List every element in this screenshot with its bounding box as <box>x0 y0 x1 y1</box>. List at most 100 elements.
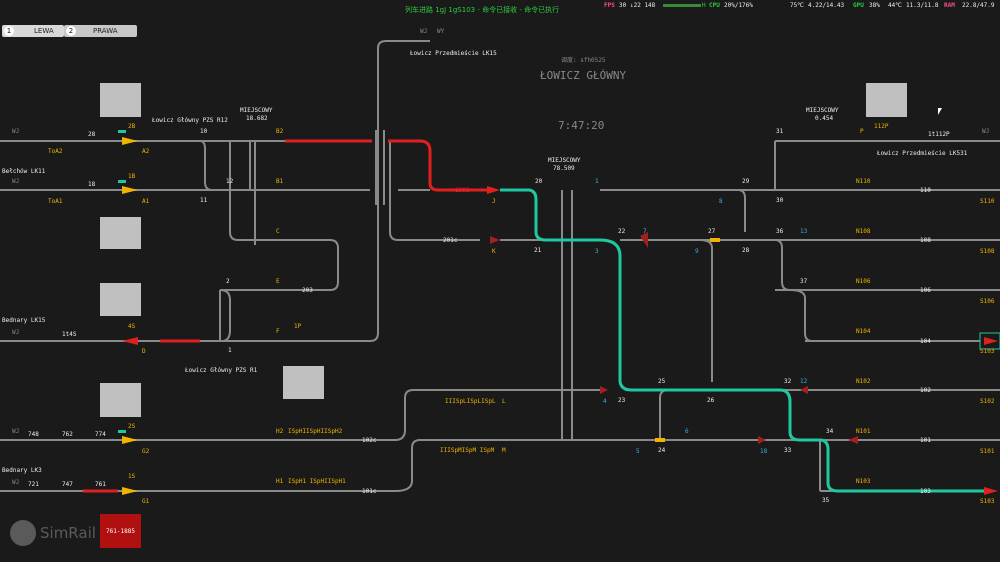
label-b1: B1 <box>276 178 284 185</box>
label-s106: S106 <box>980 298 995 305</box>
label-s108: S108 <box>980 248 995 255</box>
label-21: 21 <box>534 247 542 254</box>
screen-placeholder <box>100 217 141 249</box>
label-h1: H1 <box>276 478 284 485</box>
label-35: 35 <box>822 497 830 504</box>
label-762: 762 <box>62 431 73 438</box>
fps-extra: ↓22 148 <box>630 2 656 9</box>
label-przedmiescie-lk15: Łowicz Przedmieście LK15 <box>410 50 497 57</box>
label-miejscowy: MIEJSCOWY <box>806 107 839 114</box>
label-10: 10 <box>200 128 208 135</box>
label-n110: N110 <box>856 178 871 185</box>
label-20: 20 <box>535 178 543 185</box>
label-1b: 1B <box>128 173 136 180</box>
train-badge-label: 761-1885 <box>106 527 135 535</box>
tab-prawa[interactable]: 2 PRAWA <box>64 25 137 37</box>
gpu-temp: 44℃ <box>888 2 902 9</box>
gpu-memory: 11.3/11.8 <box>906 2 939 9</box>
tab-number: 2 <box>66 26 76 36</box>
label-f: F <box>276 328 280 335</box>
label-wj: WJ <box>12 128 20 135</box>
fps-graph <box>663 4 701 7</box>
label-c: C <box>276 228 280 235</box>
label-1t112p: 1t112P <box>928 131 950 138</box>
label-110: 110 <box>920 187 931 194</box>
fps-value: 30 <box>619 2 627 9</box>
label-101c: 101c <box>362 488 377 495</box>
label-203: 203 <box>302 287 313 294</box>
label-miejscowy: MIEJSCOWY <box>548 157 581 164</box>
label-n108: N108 <box>856 228 871 235</box>
label-b2: B2 <box>276 128 284 135</box>
label-106: 106 <box>920 287 931 294</box>
label-k: K <box>492 248 496 255</box>
tab-label: LEWA <box>34 27 54 35</box>
label-6: 6 <box>685 428 689 435</box>
label-4s: 4S <box>128 323 136 330</box>
screen-placeholder <box>100 383 141 417</box>
label-108: 108 <box>920 237 931 244</box>
label-201c: 201c <box>443 237 458 244</box>
status-bar: 列车进路 1gJ 1gS103 - 命令已接收 - 命令已执行 FPS 30 ↓… <box>0 0 1000 18</box>
label-18b: 18 <box>760 448 768 455</box>
label-12b: 12 <box>800 378 808 385</box>
label-bednary-lk3: Bednary LK3 <box>2 467 42 474</box>
label-3: 3 <box>595 248 599 255</box>
label-2: 2 <box>226 278 230 285</box>
label-g1: G1 <box>142 498 150 505</box>
label-31: 31 <box>776 128 784 135</box>
simrail-logo: SimRail <box>10 520 96 546</box>
label-n102: N102 <box>856 378 871 385</box>
label-28b: 28 <box>742 247 750 254</box>
label-miejscowy: MIEJSCOWY <box>240 107 273 114</box>
ram-label: RAM <box>944 2 955 9</box>
label-774: 774 <box>95 431 106 438</box>
label-toa1: ToA1 <box>48 198 63 205</box>
label-27: 27 <box>708 228 716 235</box>
label-25: 25 <box>658 378 666 385</box>
cpu-temp: 75℃ <box>790 2 804 9</box>
label-8: 8 <box>719 198 723 205</box>
cpu-value: 20%/176% <box>724 2 753 9</box>
label-2s: 2S <box>128 423 136 430</box>
label-34: 34 <box>826 428 834 435</box>
label-n101: N101 <box>856 428 871 435</box>
label-30: 30 <box>776 197 784 204</box>
label-wy: WY <box>437 28 445 35</box>
label-wj: WJ <box>12 428 20 435</box>
label-748: 748 <box>28 431 39 438</box>
label-n106: N106 <box>856 278 871 285</box>
label-28: 28 <box>88 131 96 138</box>
label-przedmiescie-lk531: Łowicz Przedmieście LK531 <box>877 150 968 157</box>
label-s102: S102 <box>980 398 995 405</box>
label-m: M <box>502 447 506 454</box>
label-d: D <box>142 348 146 355</box>
label-721: 721 <box>28 481 39 488</box>
label-a1: A1 <box>142 198 150 205</box>
label-bednary-lk15: Bednary LK15 <box>2 317 46 324</box>
label-13: 13 <box>800 228 808 235</box>
label-102c: 102c <box>362 437 377 444</box>
screen-placeholder <box>100 283 141 316</box>
label-1993: 1993 <box>455 187 470 194</box>
label-isp2: ISpHIISpHIISpH2 <box>288 428 343 435</box>
label-wj: WJ <box>12 329 20 336</box>
label-wj: WJ <box>12 479 20 486</box>
label-747: 747 <box>62 481 73 488</box>
dispatcher-label: 调度: sfh0525 <box>561 57 606 64</box>
tab-lewa[interactable]: 1 LEWA <box>2 25 64 37</box>
label-iiisp-m: IIISpMISpM ISpM <box>440 447 495 454</box>
train-badge[interactable]: 761-1885 <box>100 514 141 548</box>
tab-label: PRAWA <box>93 27 118 35</box>
label-9: 9 <box>695 248 699 255</box>
label-103: 103 <box>920 488 931 495</box>
mouse-cursor-icon <box>938 108 942 115</box>
cpu-memory: 4.22/14.43 <box>808 2 845 9</box>
label-1t4s: 1t4S <box>62 331 77 338</box>
label-12: 12 <box>226 178 234 185</box>
screen-placeholder <box>866 83 907 117</box>
gpu-value: 38% <box>869 2 880 9</box>
label-18: 18 <box>88 181 96 188</box>
label-km: 0.454 <box>815 115 834 122</box>
label-37: 37 <box>800 278 808 285</box>
